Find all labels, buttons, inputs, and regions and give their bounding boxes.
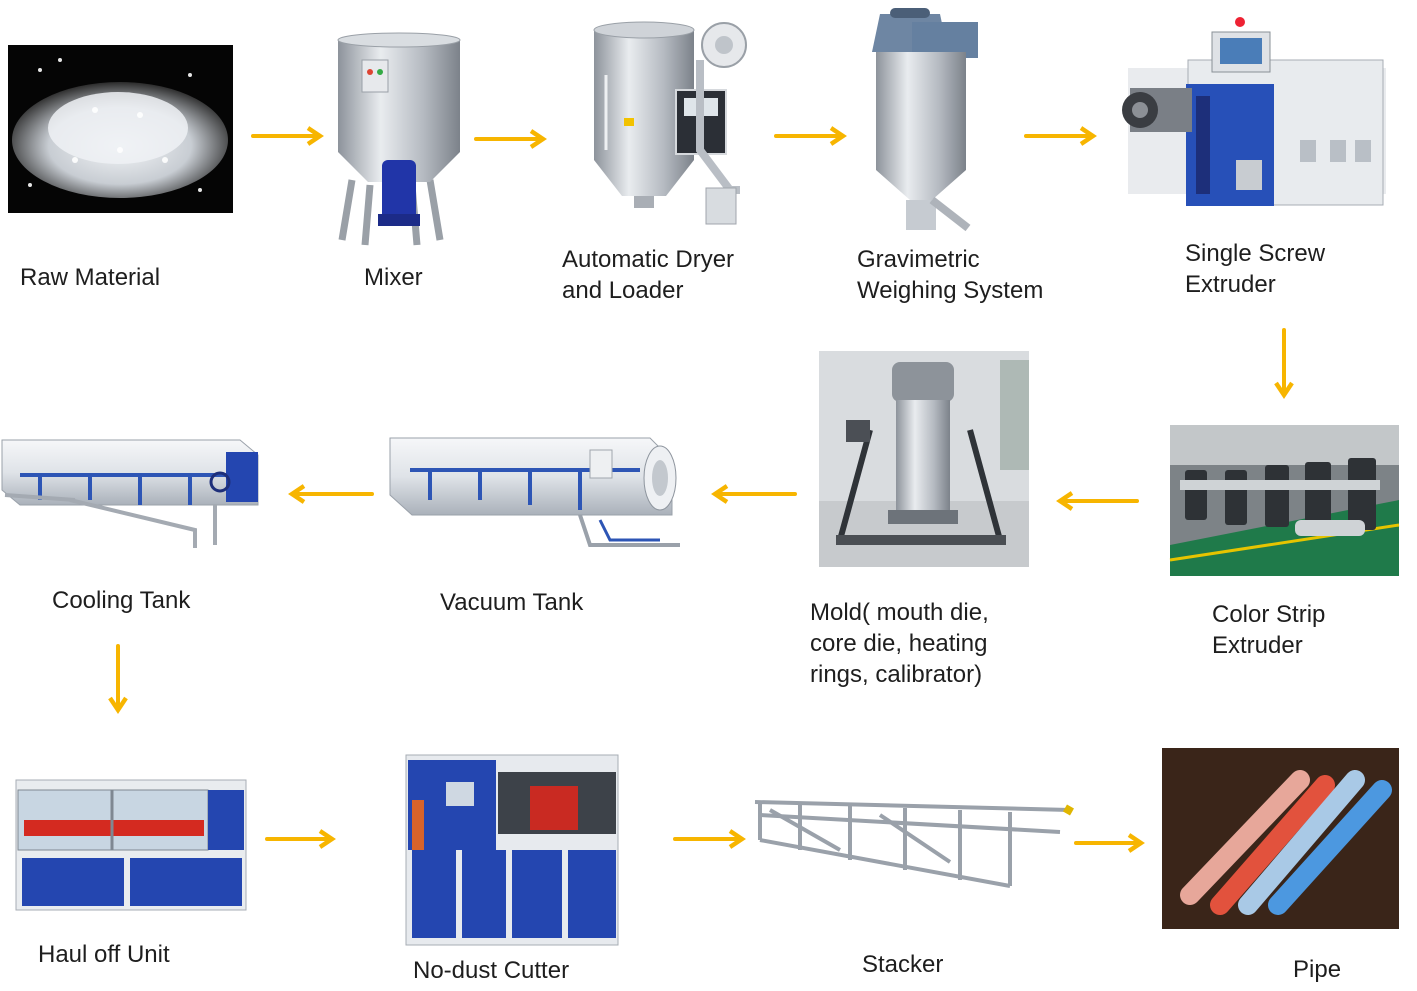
label-cooling: Cooling Tank xyxy=(52,585,190,616)
label-cutter: No-dust Cutter xyxy=(413,955,569,986)
haul-off-image xyxy=(16,780,246,910)
vacuum-tank-image xyxy=(390,438,680,545)
stacker-image xyxy=(755,802,1072,886)
label-pipe: Pipe xyxy=(1293,954,1341,985)
mold-image xyxy=(819,351,1029,567)
label-vacuum: Vacuum Tank xyxy=(440,587,583,618)
label-haul-off: Haul off Unit xyxy=(38,939,170,970)
flow-arrows xyxy=(118,136,1284,843)
pipes-image xyxy=(1162,748,1399,929)
extruder-image xyxy=(1122,17,1386,206)
mixer-image xyxy=(338,33,460,245)
pellets-image xyxy=(8,45,233,213)
label-stacker: Stacker xyxy=(862,949,943,980)
label-mixer: Mixer xyxy=(364,262,423,293)
cyclone-image xyxy=(872,8,978,230)
label-raw-material: Raw Material xyxy=(20,262,160,293)
cutter-image xyxy=(406,755,618,945)
dryer-loader-image xyxy=(594,22,746,224)
cooling-tank-image xyxy=(2,440,258,548)
color-strip-extruder-image xyxy=(1170,425,1399,576)
